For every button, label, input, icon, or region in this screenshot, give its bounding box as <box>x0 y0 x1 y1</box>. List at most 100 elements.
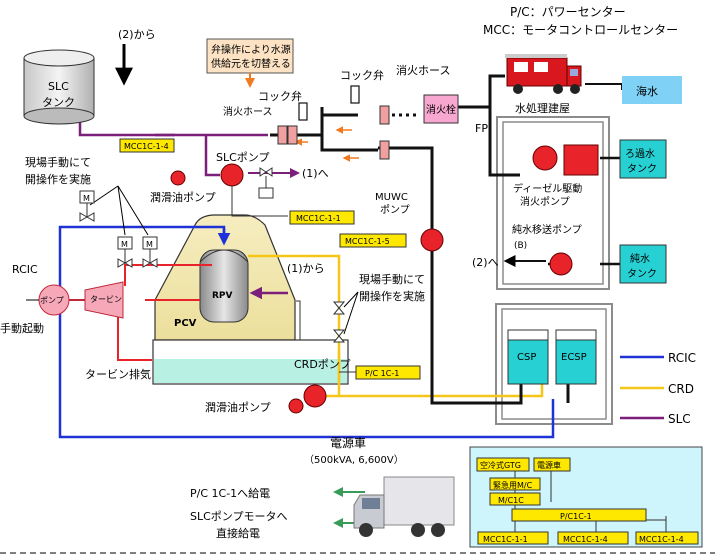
diesel-fire-pump-engine <box>563 144 599 176</box>
hose-couplings <box>277 105 390 160</box>
mcc-1-1-text: MCC1C-1-1 <box>296 214 341 223</box>
lube-pump2-label: 潤滑油ポンプ <box>205 400 271 414</box>
mcc-1-5-text: MCC1C-1-5 <box>345 237 390 246</box>
pure-water-tank <box>619 244 667 284</box>
mcc-definition: MCC：モータコントロールセンター <box>483 23 678 37</box>
pb-mcc-c: MCC1C-1-4 <box>639 535 684 544</box>
slc-tank-label-1: SLC <box>48 80 69 93</box>
slc-pump <box>220 163 244 187</box>
pure-tank-label-2: タンク <box>627 268 657 280</box>
pure-tank-label-1: 純水 <box>630 252 650 265</box>
pure-pump-b-label: (B) <box>514 241 527 251</box>
slc-motor-label-1: SLCポンプモータへ <box>190 510 287 523</box>
pb-emergency-mc: 緊急用M/C <box>493 480 533 490</box>
pc-definition: P/C：パワーセンター <box>510 5 626 19</box>
slc-tank-label-2: タンク <box>42 96 75 109</box>
pc-1c-1-text: P/C 1C-1 <box>365 369 399 378</box>
cock-valve-left <box>298 102 308 121</box>
lube-pump-label: 潤滑油ポンプ <box>150 190 216 204</box>
valve-note-line-2: 供給元を切替える <box>211 57 291 70</box>
csp-label: CSP <box>517 352 536 363</box>
slc-outlet-valve <box>258 167 274 199</box>
water-treatment-building-inner <box>502 121 604 285</box>
manual-left-2: 開操作を実施 <box>25 172 91 186</box>
manual-left-1: 現場手動にて <box>25 155 91 169</box>
diesel-pump-label-1: ディーゼル駆動 <box>513 182 582 195</box>
rcic-turbine <box>84 281 124 319</box>
crd-pump-label: CRDポンプ <box>294 358 350 371</box>
suppression-water <box>154 359 347 383</box>
water-treatment-building <box>496 116 610 290</box>
rpv-label: RPV <box>212 291 233 301</box>
seawater <box>622 76 682 104</box>
muwc-label-1: MUWC <box>375 192 408 203</box>
fire-hydrant <box>423 94 459 124</box>
pure-water-pump <box>549 252 573 276</box>
manual-start-label: 手動起動 <box>0 321 44 335</box>
fire-truck <box>505 54 582 94</box>
fire-hose-left-label: 消火ホース <box>223 105 273 118</box>
to-1-label: (1)へ <box>302 167 329 180</box>
mcc-1-5-tag <box>339 233 407 248</box>
truck-hose <box>585 83 623 90</box>
pb-mcc-b: MCC1C-1-4 <box>563 535 608 544</box>
slc-tank: SLC タンク <box>23 49 95 125</box>
filtered-tank-label-1: ろ過水 <box>625 148 655 160</box>
cock-valve-label-top: コック弁 <box>340 68 384 82</box>
valve-note-box <box>206 38 294 74</box>
pb-mcc-a: MCC1C-1-1 <box>483 535 528 544</box>
power-truck-label: 電源車 <box>330 436 366 450</box>
fp-label: FP <box>475 122 488 135</box>
legend-slc: SLC <box>668 412 691 426</box>
mcc-1-1-tag <box>289 210 355 225</box>
motor-valves <box>79 190 158 268</box>
ecsp-label: ECSP <box>561 352 587 363</box>
pcv-label: PCV <box>174 318 197 329</box>
seawater-label: 海水 <box>636 84 658 98</box>
rcic-pump-label: ポンプ <box>40 296 64 305</box>
muwc-label-2: ポンプ <box>380 204 410 216</box>
valve-note-line-1: 弁操作により水源 <box>211 43 291 56</box>
manual-pointer-lines <box>89 185 149 236</box>
fire-hose-top-label: 消火ホース <box>396 63 450 77</box>
diesel-pump-label-2: 消火ポンプ <box>520 195 570 208</box>
legend: RCIC CRD SLC <box>620 351 696 426</box>
crd-lube-pump <box>288 398 304 414</box>
slc-pump-label: SLCポンプ <box>216 151 269 164</box>
water-bldg-label: 水処理建屋 <box>515 101 570 115</box>
crd-manual-valves <box>332 301 346 343</box>
legend-crd: CRD <box>668 382 694 396</box>
to-2-label: (2)へ <box>472 256 499 269</box>
cock-valve-label-left: コック弁 <box>258 89 302 103</box>
rcic-steam-line <box>117 264 212 361</box>
manual-right-1: 現場手動にて <box>359 272 425 286</box>
mcc-1-4-text: MCC1C-1-4 <box>124 142 169 151</box>
motor-m-1: M <box>83 194 90 203</box>
slc-lube-pump <box>170 170 186 186</box>
filtered-tank-label-2: タンク <box>627 163 657 175</box>
diesel-fire-pump-impeller <box>532 145 558 171</box>
turbine-exhaust-label: タービン排気 <box>85 367 151 381</box>
crd-pump <box>303 384 327 408</box>
pb-pc: P/C1C-1 <box>560 512 592 521</box>
cock-valve-top <box>350 85 360 104</box>
slc-mcc-link <box>231 186 288 217</box>
slc-motor-label-2: 直接給電 <box>216 526 260 540</box>
motor-m-2: M <box>121 240 128 249</box>
pb-mc: M/C1C <box>498 496 524 505</box>
pb-gtg: 空冷式GTG <box>480 460 521 470</box>
manual-right-2: 開操作を実施 <box>359 289 425 303</box>
from-1-label: (1)から <box>287 262 325 275</box>
from-2-label: (2)から <box>118 28 156 41</box>
power-truck-spec: （500kVA, 6,600V） <box>304 454 404 466</box>
fire-water-piping <box>270 74 570 405</box>
turbine-label: タービン <box>90 295 122 304</box>
pure-pump-label: 純水移送ポンプ <box>512 223 582 236</box>
pb-truck: 電源車 <box>537 460 561 470</box>
legend-rcic: RCIC <box>668 351 696 365</box>
pc-feed-label: P/C 1C-1へ給電 <box>190 486 270 500</box>
muwc-pump <box>420 228 444 252</box>
rcic-label: RCIC <box>12 263 38 276</box>
fire-hydrant-label: 消火栓 <box>426 103 456 116</box>
